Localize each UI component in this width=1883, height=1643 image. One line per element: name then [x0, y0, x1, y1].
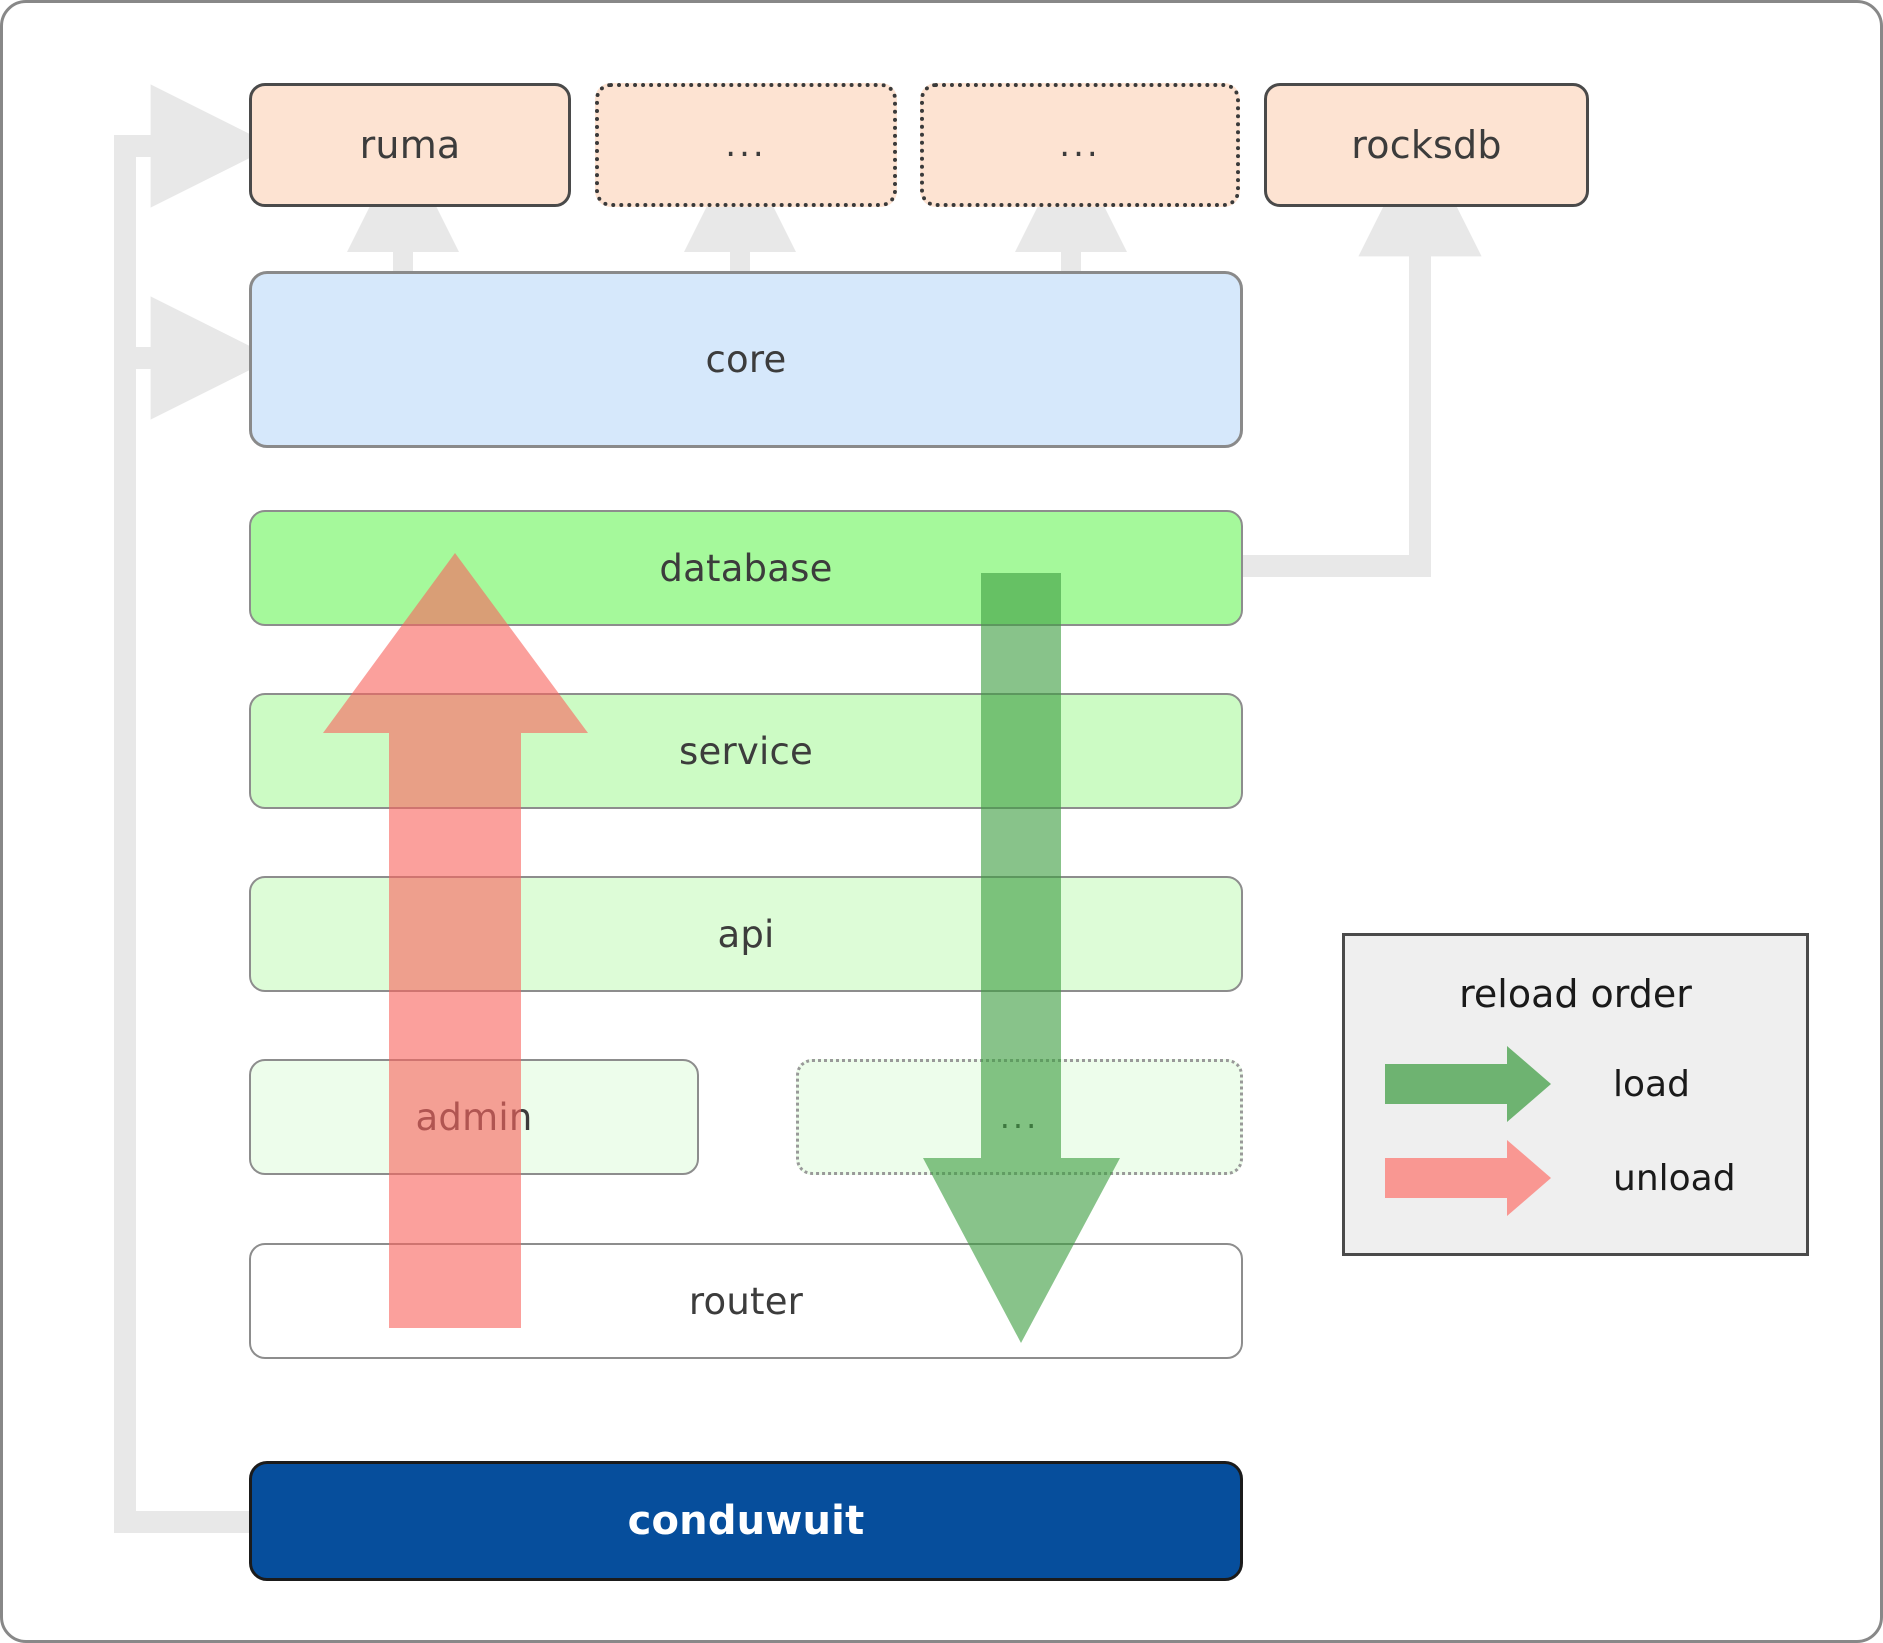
core-label: core [705, 338, 787, 381]
legend-label-unload: unload [1613, 1158, 1736, 1199]
reload-order-arrows-layer [323, 553, 1120, 1343]
legend-title: reload order [1459, 972, 1692, 1016]
layer-box-database[interactable]: database [249, 510, 1243, 626]
dependency-label: ... [725, 125, 767, 165]
layer-box-more[interactable]: ... [796, 1059, 1243, 1175]
unload-arrow-icon [1385, 1140, 1551, 1216]
legend-arrow-icons [1385, 1046, 1551, 1216]
layer-box-api[interactable]: api [249, 876, 1243, 992]
dependency-label: ruma [359, 123, 461, 167]
dependency-label: rocksdb [1351, 123, 1502, 167]
dependency-box-ruma[interactable]: ruma [249, 83, 571, 207]
dependency-box-more-2[interactable]: ... [920, 83, 1240, 207]
connector-arrows-layer [114, 84, 1482, 1533]
dependency-label: ... [1059, 125, 1101, 165]
application-box-conduwuit[interactable]: conduwuit [249, 1461, 1243, 1581]
layer-label: service [679, 729, 813, 773]
layer-label: router [688, 1279, 804, 1323]
layer-label: database [659, 546, 833, 590]
layer-box-admin[interactable]: admin [249, 1059, 699, 1175]
dependency-box-rocksdb[interactable]: rocksdb [1264, 83, 1589, 207]
legend-box: reload order load unload [1342, 933, 1809, 1256]
layer-box-service[interactable]: service [249, 693, 1243, 809]
layer-label: admin [415, 1095, 533, 1139]
core-to-deps-arrows [347, 140, 1127, 271]
layer-label: ... [999, 1098, 1040, 1136]
conduwuit-to-deps-connector [114, 84, 274, 1533]
legend-label-load: load [1613, 1064, 1690, 1105]
dependency-box-more-1[interactable]: ... [595, 83, 897, 207]
load-arrow-icon [1385, 1046, 1551, 1122]
core-box[interactable]: core [249, 271, 1243, 448]
layer-label: api [717, 912, 775, 956]
application-label: conduwuit [627, 1498, 865, 1544]
layer-box-router[interactable]: router [249, 1243, 1243, 1359]
database-to-rocksdb-connector [1236, 133, 1482, 577]
